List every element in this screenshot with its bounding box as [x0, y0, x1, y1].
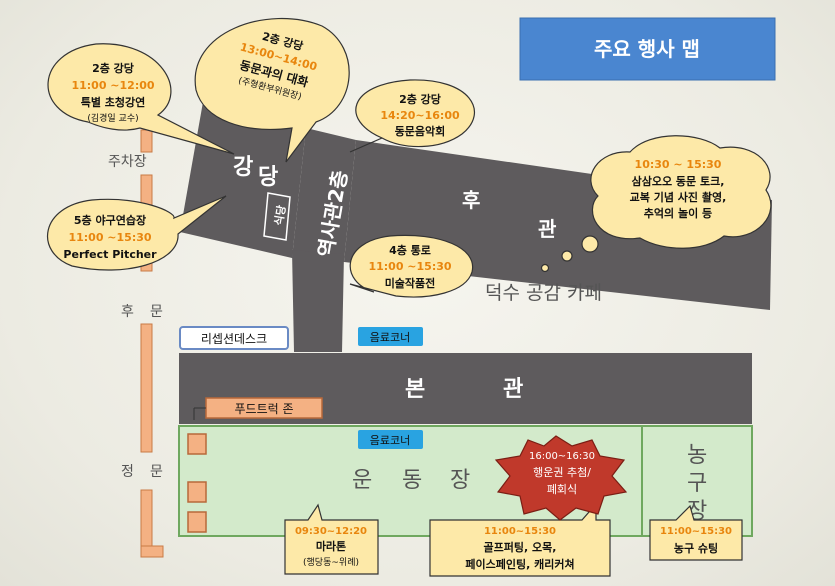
basketball-label-1: 농 — [687, 443, 707, 468]
svg-text:음료코너: 음료코너 — [370, 331, 410, 344]
bubble-games[interactable]: 11:00~15:30 골프퍼팅, 오목, 페이스페인팅, 캐리커쳐 — [429, 502, 611, 577]
svg-text:5층 야구연습장: 5층 야구연습장 — [74, 213, 146, 227]
cafe-label[interactable]: 덕수 공감 카페 — [485, 282, 602, 304]
svg-text:14:20~16:00: 14:20~16:00 — [380, 109, 460, 122]
svg-text:10:30 ~ 15:30: 10:30 ~ 15:30 — [635, 158, 722, 171]
main-hall-label-2: 관 — [503, 377, 523, 402]
basketball-court[interactable] — [641, 425, 753, 537]
bubble-marathon[interactable]: 09:30~12:20 마라톤 (행당동~위례) — [284, 503, 379, 575]
svg-text:11:00 ~15:30: 11:00 ~15:30 — [368, 260, 451, 273]
field-label-1: 운 — [352, 468, 372, 493]
svg-text:주요 행사 맵: 주요 행사 맵 — [594, 37, 700, 61]
svg-text:골프퍼팅, 오목,: 골프퍼팅, 오목, — [484, 540, 557, 554]
svg-text:미술작품전: 미술작품전 — [385, 276, 436, 290]
lottery-burst[interactable]: 16:00~16:30 행운권 추첨/ 폐회식 — [494, 435, 628, 521]
field-label-2: 동 — [402, 468, 422, 493]
parking-label: 주차장 — [108, 154, 147, 170]
side-labels: 주차장 후 문 정 문 — [108, 154, 163, 480]
svg-text:2층 강당: 2층 강당 — [399, 92, 441, 106]
drink-corner-field[interactable]: 음료코너 — [358, 430, 423, 449]
rear-gate-label-1: 후 — [121, 304, 134, 320]
bubble-dialogue[interactable]: 2층 강당 13:00~14:00 동문과의 대화 (주형환부위원장) — [194, 18, 350, 163]
svg-text:추억의 놀이 등: 추억의 놀이 등 — [644, 206, 712, 220]
svg-text:16:00~16:30: 16:00~16:30 — [529, 451, 595, 462]
svg-text:Perfect Pitcher: Perfect Pitcher — [63, 248, 157, 261]
main-gate-label-1: 정 — [121, 464, 134, 480]
svg-text:(김경일 교수): (김경일 교수) — [87, 112, 138, 124]
svg-text:푸드트럭 존: 푸드트럭 존 — [234, 402, 293, 416]
svg-text:11:00~15:30: 11:00~15:30 — [484, 526, 556, 537]
bubble-alumni-talk[interactable]: 10:30 ~ 15:30 삼삼오오 동문 토크, 교복 기념 사진 촬영, 추… — [540, 135, 772, 273]
svg-text:11:00~15:30: 11:00~15:30 — [660, 526, 732, 537]
svg-text:리셉션데스크: 리셉션데스크 — [201, 332, 267, 346]
connector-corridor — [292, 250, 344, 352]
auditorium-label-2: 당 — [258, 165, 278, 190]
svg-text:11:00 ~12:00: 11:00 ~12:00 — [71, 79, 154, 92]
food-truck-spots — [187, 433, 207, 533]
svg-text:4층 통로: 4층 통로 — [389, 243, 431, 257]
auditorium-label-1: 강 — [233, 155, 253, 180]
bubble-basketball[interactable]: 11:00~15:30 농구 슈팅 — [649, 504, 743, 561]
svg-text:음료코너: 음료코너 — [370, 434, 410, 447]
main-gate-label-2: 문 — [150, 464, 163, 480]
rear-hall-label-2: 관 — [538, 217, 557, 241]
svg-text:행운권 추첨/: 행운권 추첨/ — [533, 466, 591, 479]
svg-text:(행당동~위례): (행당동~위례) — [303, 556, 359, 568]
svg-text:폐회식: 폐회식 — [547, 483, 577, 496]
perimeter-wall — [140, 129, 164, 558]
basketball-label-2: 구 — [687, 471, 707, 496]
svg-text:09:30~12:20: 09:30~12:20 — [295, 526, 367, 537]
history-hall-building[interactable] — [292, 128, 356, 262]
svg-text:마라톤: 마라톤 — [316, 539, 346, 553]
main-hall-label-1: 본 — [405, 377, 425, 402]
food-truck-zone[interactable]: 푸드트럭 존 — [193, 397, 323, 420]
svg-text:농구 슈팅: 농구 슈팅 — [674, 541, 718, 555]
cafeteria-building[interactable] — [263, 192, 291, 241]
field-label-3: 장 — [450, 468, 470, 493]
svg-text:페이스페인팅, 캐리커쳐: 페이스페인팅, 캐리커쳐 — [465, 557, 574, 571]
bubble-art[interactable]: 4층 통로 11:00 ~15:30 미술작품전 — [349, 234, 474, 298]
bubble-lecture[interactable]: 2층 강당 11:00 ~12:00 특별 초청강연 (김경일 교수) — [47, 43, 235, 155]
rear-gate-label-2: 문 — [150, 304, 163, 320]
drink-corner-top[interactable]: 음료코너 — [358, 327, 423, 346]
cafeteria-label: 식당 — [271, 204, 288, 226]
svg-text:2층 강당: 2층 강당 — [92, 61, 134, 75]
svg-text:교복 기념 사진 촬영,: 교복 기념 사진 촬영, — [630, 190, 727, 204]
svg-text:동문음악회: 동문음악회 — [395, 124, 446, 138]
rear-hall-label-1: 후 — [462, 188, 480, 212]
svg-text:특별 초청강연: 특별 초청강연 — [81, 95, 146, 109]
bubble-concert[interactable]: 2층 강당 14:20~16:00 동문음악회 — [349, 79, 475, 153]
bubble-baseball[interactable]: 5층 야구연습장 11:00 ~15:30 Perfect Pitcher — [46, 195, 227, 271]
svg-text:삼삼오오 동문 토크,: 삼삼오오 동문 토크, — [632, 174, 725, 188]
map-title: 주요 행사 맵 — [519, 17, 776, 81]
reception-desk[interactable]: 리셉션데스크 — [179, 326, 289, 350]
svg-text:11:00 ~15:30: 11:00 ~15:30 — [68, 231, 151, 244]
